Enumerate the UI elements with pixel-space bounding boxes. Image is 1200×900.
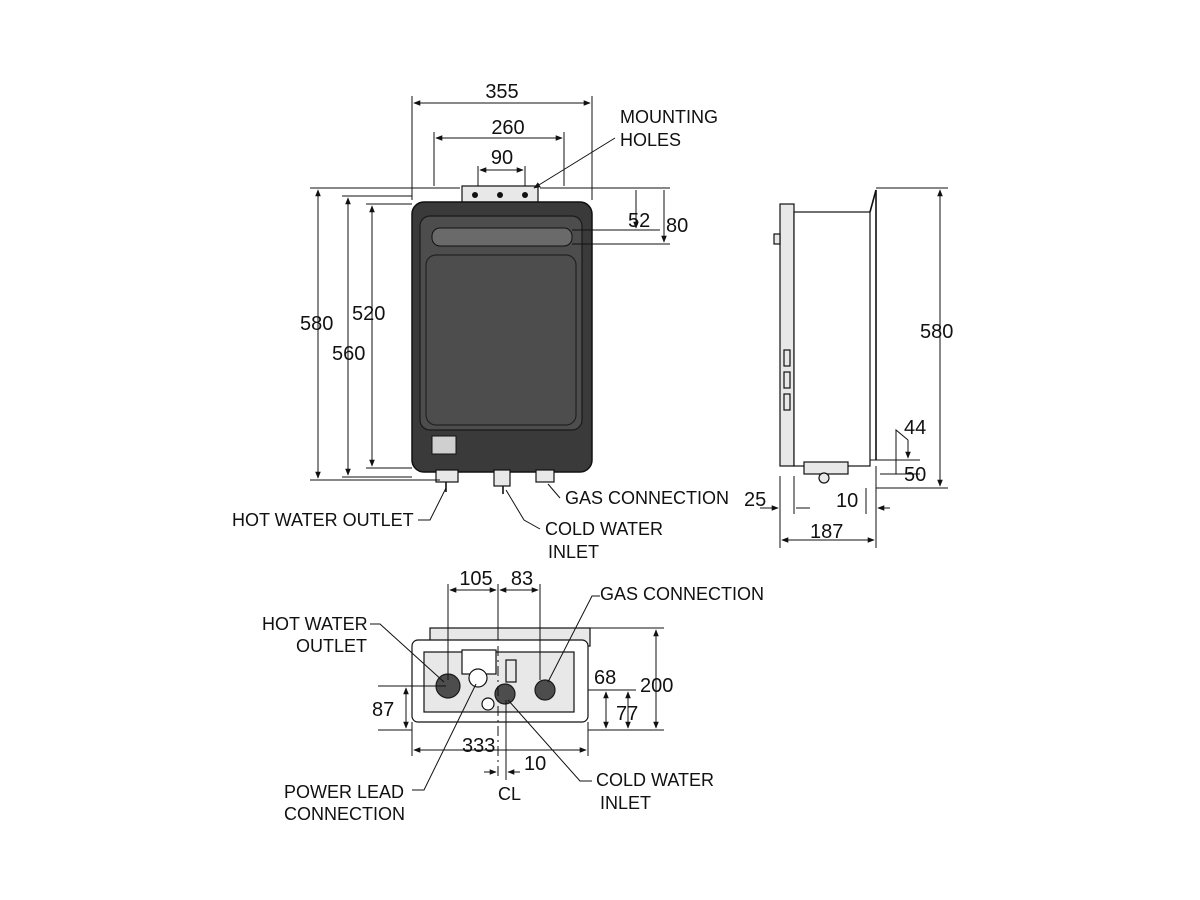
dim-580-front: 580 — [300, 313, 333, 335]
dim-90: 90 — [491, 147, 513, 169]
cold-water-fitting — [494, 683, 516, 705]
dim-105: 105 — [459, 568, 492, 590]
gas-fitting — [534, 679, 556, 701]
front-panel — [419, 215, 583, 431]
dim-10-bottom: 10 — [524, 753, 546, 775]
cold-water-label-bottom-1: COLD WATER — [596, 770, 714, 790]
dim-44: 44 — [904, 417, 926, 439]
dim-50: 50 — [904, 464, 926, 486]
dim-560: 560 — [332, 343, 365, 365]
dim-87: 87 — [372, 699, 394, 721]
dim-260: 260 — [491, 117, 524, 139]
side-view: 580 44 50 25 10 187 — [744, 187, 953, 548]
gas-connection-label-bottom: GAS CONNECTION — [600, 584, 764, 604]
cold-water-label-2: INLET — [548, 542, 599, 562]
dim-333: 333 — [462, 735, 495, 757]
hot-water-outlet-label: HOT WATER OUTLET — [232, 510, 414, 530]
dim-187: 187 — [810, 521, 843, 543]
front-view: 355 260 90 MOUNTING HOLES 580 560 520 — [232, 81, 729, 562]
power-lead-label-1: POWER LEAD — [284, 782, 404, 802]
dim-77: 77 — [616, 703, 638, 725]
dim-80: 80 — [666, 215, 688, 237]
side-back-plate — [779, 203, 795, 467]
hot-water-label-1: HOT WATER — [262, 614, 368, 634]
gas-connection-label: GAS CONNECTION — [565, 488, 729, 508]
dim-68: 68 — [594, 667, 616, 689]
dim-200: 200 — [640, 675, 673, 697]
dim-520: 520 — [352, 303, 385, 325]
cold-water-label-bottom-2: INLET — [600, 793, 651, 813]
dim-10-side: 10 — [836, 490, 858, 512]
bottom-view: 105 83 GAS CONNECTION HOT WATER OUTLET 6… — [262, 568, 764, 824]
centerline-mark: CL — [498, 784, 521, 804]
dim-52: 52 — [628, 210, 650, 232]
display-window — [431, 435, 457, 455]
dim-355: 355 — [485, 81, 518, 103]
mounting-holes-label-1: MOUNTING — [620, 107, 718, 127]
dim-580-side: 580 — [920, 321, 953, 343]
mounting-holes-label-2: HOLES — [620, 130, 681, 150]
cold-water-label-1: COLD WATER — [545, 519, 663, 539]
side-body — [793, 211, 871, 467]
dim-25: 25 — [744, 489, 766, 511]
dim-83: 83 — [511, 568, 533, 590]
power-lead-label-2: CONNECTION — [284, 804, 405, 824]
hot-water-label-2: OUTLET — [296, 636, 367, 656]
